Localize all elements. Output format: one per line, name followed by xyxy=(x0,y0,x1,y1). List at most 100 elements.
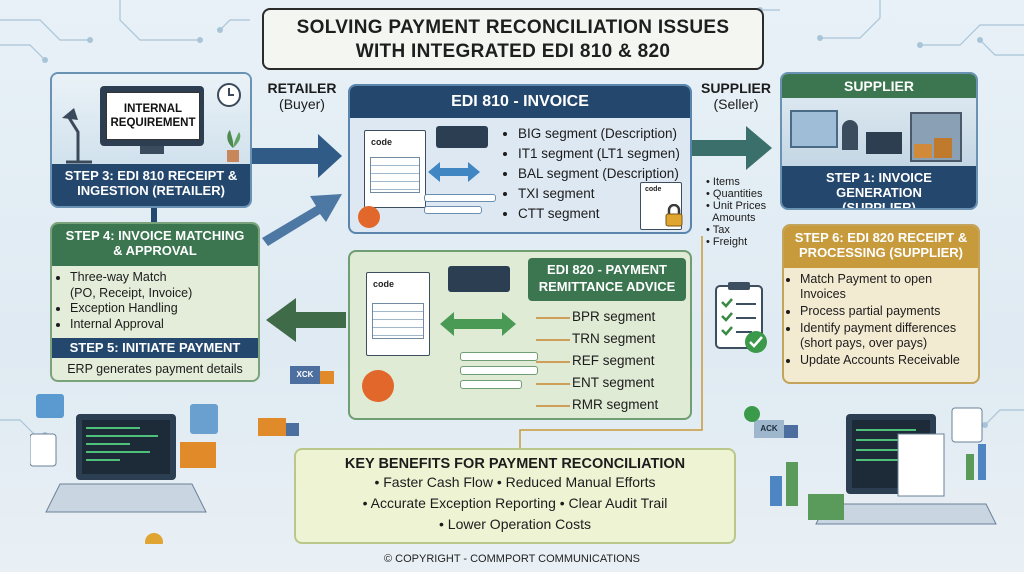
connector-to-benefits xyxy=(519,236,703,448)
worker-icon xyxy=(842,120,858,150)
step4-line-1: STEP 4: INVOICE MATCHING xyxy=(65,228,245,243)
retailer-label: RETAILER (Buyer) xyxy=(262,80,342,112)
supplier-header: SUPPLIER xyxy=(782,74,976,98)
truck-icon-2 xyxy=(258,418,300,442)
monitor-text-2: REQUIREMENT xyxy=(110,117,196,129)
edi-810-segment: BIG segment (Description) xyxy=(518,124,680,144)
edi-810-segment: BAL segment (Description) xyxy=(518,164,680,184)
edi-810-panel: EDI 810 - INVOICE code BIG segment (Desc… xyxy=(348,84,692,234)
edi-820-segments: BPR segment TRN segment REF segment ENT … xyxy=(572,306,658,416)
supplier-name: SUPPLIER xyxy=(700,80,771,96)
edi-820-segment: BPR segment xyxy=(572,309,656,324)
truck-icon: XCK xyxy=(290,366,336,390)
retailer-name: RETAILER xyxy=(267,80,337,96)
edi-820-header: EDI 820 - PAYMENT REMITTANCE ADVICE xyxy=(528,258,686,301)
invoice-attribute: • Quantities xyxy=(706,188,763,200)
title-line-1: SOLVING PAYMENT RECONCILIATION ISSUES xyxy=(296,17,730,38)
arrow-820-to-retailer xyxy=(266,298,346,342)
benefits-line: • Lower Operation Costs xyxy=(439,516,591,532)
step4-item: Internal Approval xyxy=(70,317,258,332)
edi-810-segment: CTT segment xyxy=(518,204,680,224)
monitor-screen: INTERNAL REQUIREMENT xyxy=(106,92,200,140)
bar-chart-icon xyxy=(786,462,798,506)
retailer-role: (Buyer) xyxy=(279,96,325,112)
step6-header: STEP 6: EDI 820 RECEIPT & PROCESSING (SU… xyxy=(784,226,978,268)
step4-panel: STEP 4: INVOICE MATCHING & APPROVAL Thre… xyxy=(50,222,260,382)
invoice-attribute: • Unit Prices xyxy=(706,200,767,212)
invoice-attribute: • Tax xyxy=(706,224,730,236)
text-bar-icon xyxy=(460,380,522,389)
step3-line-2: INGESTION (RETAILER) xyxy=(77,183,225,198)
benefits-line: • Faster Cash Flow • Reduced Manual Effo… xyxy=(374,474,656,490)
office-scene: INTERNAL REQUIREMENT xyxy=(52,74,250,172)
clock-icon xyxy=(217,83,241,107)
box-icon xyxy=(934,138,952,158)
step4-header: STEP 4: INVOICE MATCHING & APPROVAL xyxy=(52,224,258,266)
text-bar-icon xyxy=(460,366,538,375)
step4-item: Exception Handling xyxy=(70,301,258,316)
checklist-clipboard-icon xyxy=(715,282,767,353)
truck-cargo xyxy=(258,418,286,436)
ack-truck-icon: ACK xyxy=(754,420,800,446)
check-badge-icon xyxy=(744,406,760,422)
plant-icon xyxy=(227,130,241,162)
truck-label: ACK xyxy=(754,420,784,438)
exchange-arrows-icon xyxy=(428,162,480,182)
code-window-icon xyxy=(448,266,510,292)
edi-810-segments: BIG segment (Description) IT1 segment (L… xyxy=(506,124,680,224)
step3-header: STEP 3: EDI 810 RECEIPT & INGESTION (RET… xyxy=(52,164,250,206)
step5-text: ERP generates payment details xyxy=(67,362,243,376)
step6-item: Identify payment differences (short pays… xyxy=(800,321,978,351)
desk-lamp-icon xyxy=(62,108,92,164)
step6-line-1: STEP 6: EDI 820 RECEIPT & xyxy=(794,230,968,245)
step6-item: Update Accounts Receivable xyxy=(800,353,978,368)
invoice-document-icon: code xyxy=(364,130,426,208)
monitor-stand-icon xyxy=(140,146,164,154)
truck-cab xyxy=(286,423,299,436)
copyright-notice: © COPYRIGHT - COMMPORT COMMUNICATIONS xyxy=(383,553,641,565)
segment-connectors xyxy=(536,317,570,407)
doc-code-label-small: code xyxy=(645,186,662,193)
edi-810-header: EDI 810 - INVOICE xyxy=(350,86,690,118)
title-banner: SOLVING PAYMENT RECONCILIATION ISSUES WI… xyxy=(262,8,764,70)
step1-line-1: STEP 1: INVOICE GENERATION xyxy=(826,170,932,200)
edi-820-segment: RMR segment xyxy=(572,397,659,412)
step6-line-2: PROCESSING (SUPPLIER) xyxy=(799,245,963,260)
edi-820-segment: TRN segment xyxy=(572,331,656,346)
benefits-box: KEY BENEFITS FOR PAYMENT RECONCILIATION … xyxy=(294,448,736,544)
arrow-810-to-supplier xyxy=(692,126,772,170)
edi-820-segment: REF segment xyxy=(572,353,655,368)
invoice-attribute: • Freight xyxy=(706,236,748,248)
factory-scene xyxy=(782,98,976,172)
edi-810-segment: TXI segment xyxy=(518,184,680,204)
text-bar-icon xyxy=(460,352,538,361)
truck-cab xyxy=(320,371,334,384)
exchange-arrows-icon xyxy=(440,312,516,336)
window-icon xyxy=(790,110,838,148)
step4-list: Three-way Match (PO, Receipt, Invoice) E… xyxy=(52,270,258,332)
lock-icon xyxy=(665,204,683,227)
title-line-2: WITH INTEGRATED EDI 810 & 820 xyxy=(355,41,671,62)
step6-list: Match Payment to open Invoices Process p… xyxy=(784,272,978,368)
step4-item: Three-way Match xyxy=(70,270,258,285)
cart-icon xyxy=(362,370,394,402)
arrow-810-to-retailer xyxy=(252,134,342,178)
step3-panel: INTERNAL REQUIREMENT STEP 3: EDI 810 REC… xyxy=(50,72,252,208)
text-bar-icon xyxy=(424,194,496,202)
bar-chart-icon xyxy=(770,476,782,506)
doc-code-label: code xyxy=(373,279,395,289)
benefits-line: • Accurate Exception Reporting • Clear A… xyxy=(362,495,668,511)
invoice-attribute: Amounts xyxy=(712,212,756,224)
step5-header: STEP 5: INITIATE PAYMENT xyxy=(52,338,258,358)
step1-line-2: (SUPPLIER) xyxy=(842,200,916,210)
step6-panel: STEP 6: EDI 820 RECEIPT & PROCESSING (SU… xyxy=(782,224,980,384)
code-window-icon xyxy=(436,126,488,148)
invoice-attribute: • Items xyxy=(706,176,740,188)
truck-label: XCK xyxy=(290,366,320,384)
doc-code-label: code xyxy=(371,137,393,147)
laptop-illustration xyxy=(30,394,218,544)
supplier-role: (Seller) xyxy=(713,96,759,112)
monitor-text-1: INTERNAL xyxy=(123,103,183,115)
edi-820-header-line-1: EDI 820 - PAYMENT xyxy=(547,262,667,277)
